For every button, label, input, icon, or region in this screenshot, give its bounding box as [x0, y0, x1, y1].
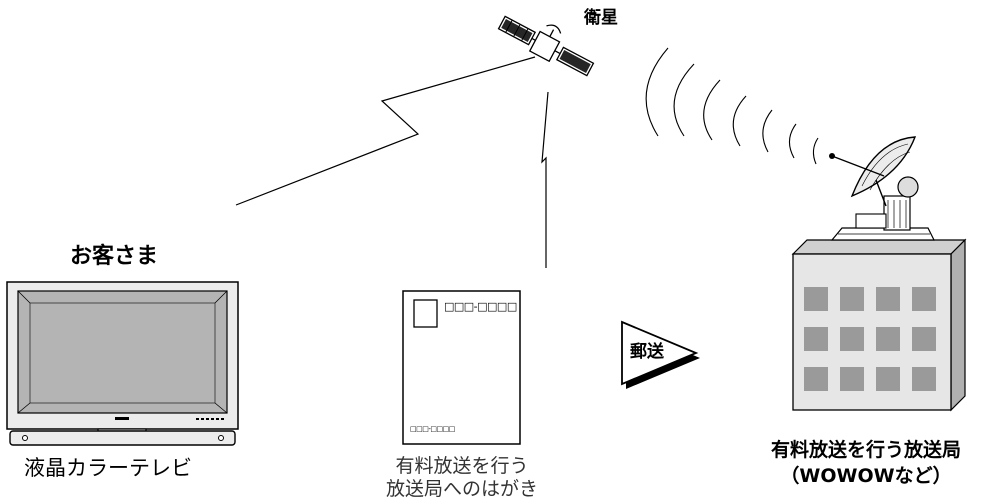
lcd-tv-icon — [6, 281, 239, 446]
tv-signal-line — [235, 56, 536, 206]
satellite-icon — [497, 15, 595, 77]
mail-arrow-icon — [621, 320, 700, 389]
postcard-label-line2: 放送局へのはがき — [385, 478, 538, 500]
satellite-label: 衛星 — [584, 8, 618, 28]
radio-waves-icon — [645, 47, 819, 165]
dish-antenna-icon — [829, 136, 935, 241]
broadcaster-label-line2: （WOWOWなど） — [780, 465, 952, 487]
postcard-label-line1: 有料放送を行う — [395, 455, 529, 477]
postcard-icon — [402, 290, 521, 445]
customer-label: お客さま — [70, 244, 159, 269]
mail-label: 郵送 — [630, 342, 664, 362]
broadcast-building-icon — [791, 238, 967, 412]
postcard-address: □□□-□□□□ — [410, 425, 455, 433]
tv-label: 液晶カラーテレビ — [24, 456, 192, 480]
broadcaster-label-line1: 有料放送を行う放送局 — [770, 439, 961, 461]
postcard-signal-line — [541, 91, 549, 268]
postcard-postal-code: □□□-□□□□ — [444, 300, 517, 313]
